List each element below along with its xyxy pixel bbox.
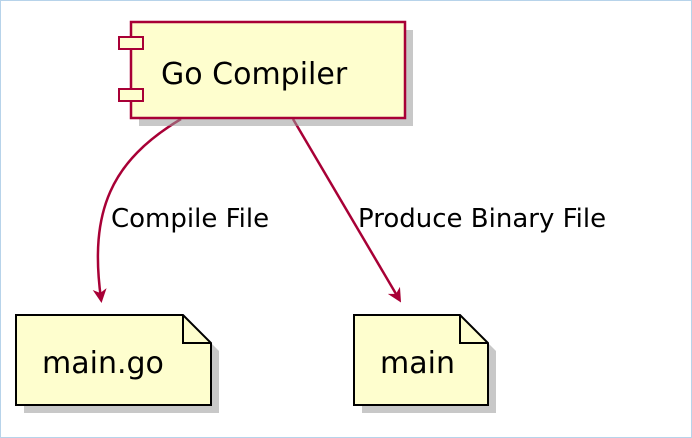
- node-main-go: main.go: [15, 314, 219, 413]
- arrow-produce-binary-file: [291, 118, 402, 303]
- node-main: main: [353, 314, 496, 413]
- file-fold-icon: [459, 315, 488, 344]
- edge-produce-binary-file: Produce Binary File: [291, 118, 606, 303]
- node-go-compiler: Go Compiler: [118, 20, 413, 126]
- component-port-top-icon: [118, 36, 144, 50]
- edge-label-produce-binary-file: Produce Binary File: [358, 204, 606, 234]
- edge-label-compile-file: Compile File: [111, 204, 269, 234]
- component-port-bottom-icon: [118, 88, 144, 102]
- file-fold-icon: [182, 315, 211, 344]
- edge-compile-file: Compile File: [92, 117, 269, 303]
- node-main-go-box: [15, 314, 212, 406]
- node-label-main-go: main.go: [42, 346, 164, 381]
- node-label-go-compiler: Go Compiler: [161, 57, 348, 92]
- arrow-compile-file: [92, 117, 182, 303]
- node-label-main: main: [380, 346, 455, 381]
- node-go-compiler-box: [129, 20, 407, 120]
- node-main-box: [353, 314, 489, 406]
